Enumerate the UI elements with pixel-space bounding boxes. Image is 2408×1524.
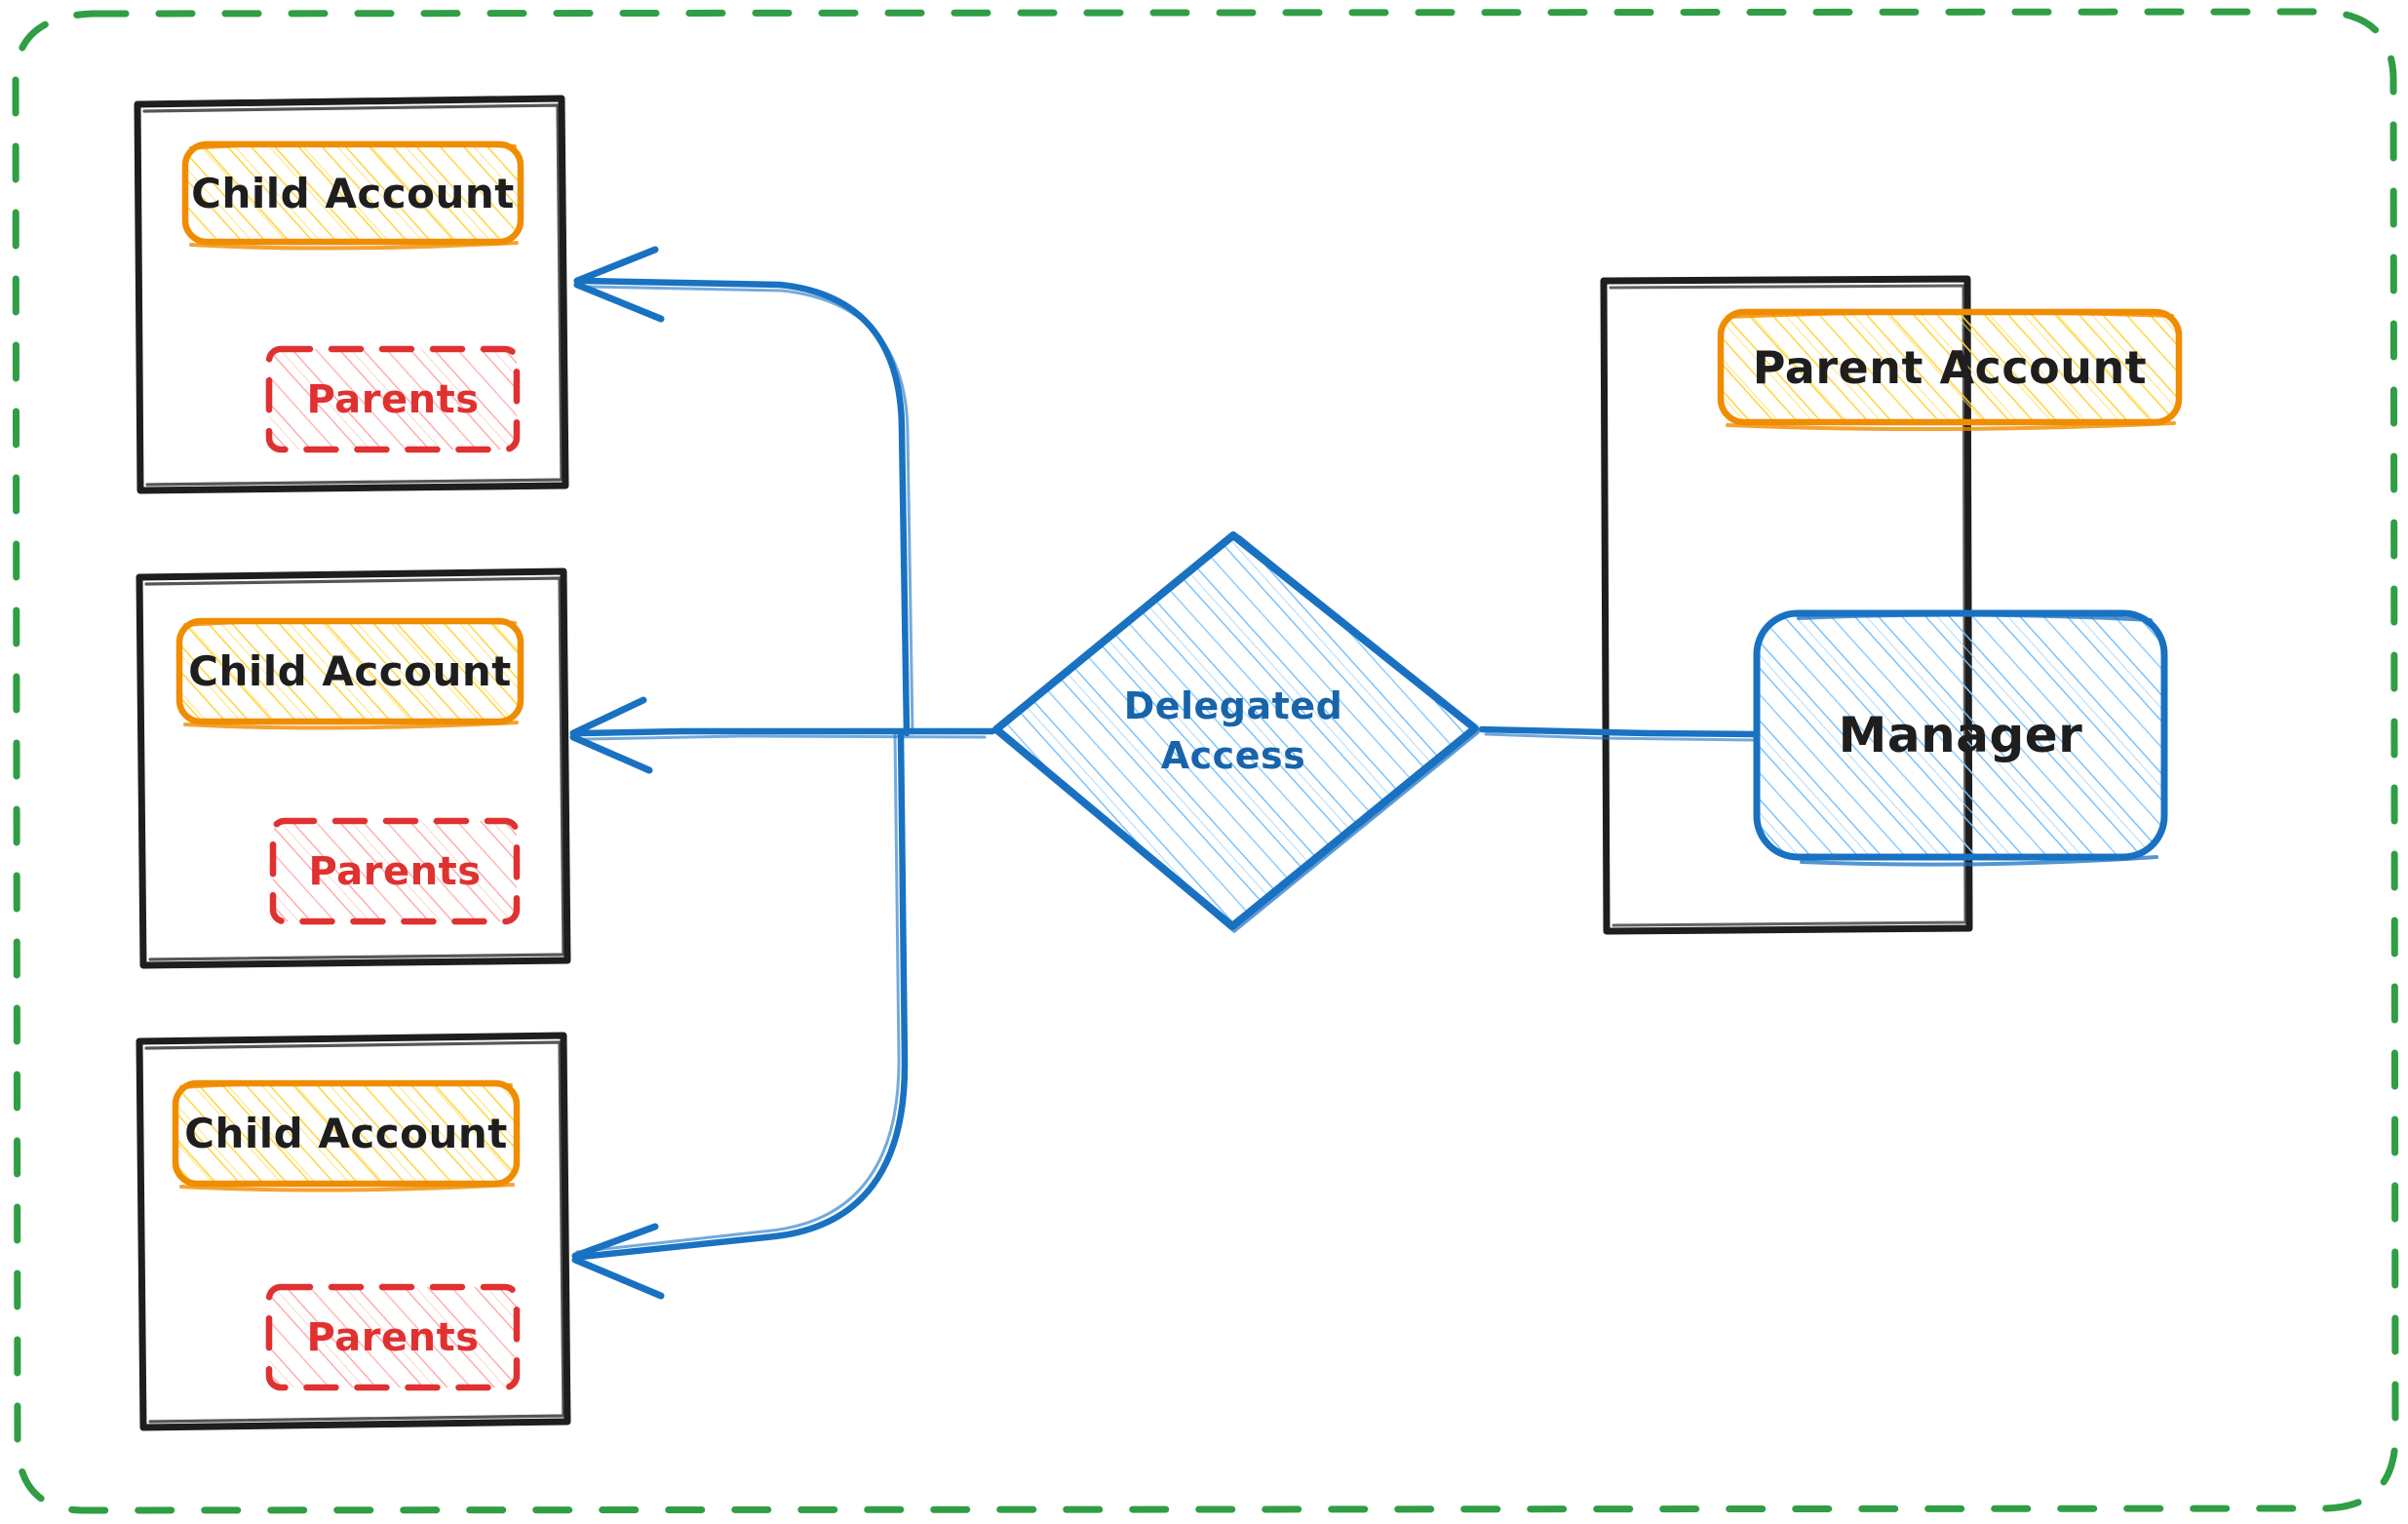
manager-node[interactable]	[1757, 613, 2164, 857]
child-account-1[interactable]	[137, 98, 566, 490]
connector-delegated-to-child-3	[571, 729, 909, 1300]
child-account-2[interactable]	[139, 571, 568, 965]
delegated-access-node[interactable]	[996, 535, 1476, 931]
child-account-3[interactable]	[139, 1036, 568, 1427]
connector-delegated-to-child-2	[569, 696, 996, 774]
connector-delegated-to-child-1	[573, 246, 914, 737]
